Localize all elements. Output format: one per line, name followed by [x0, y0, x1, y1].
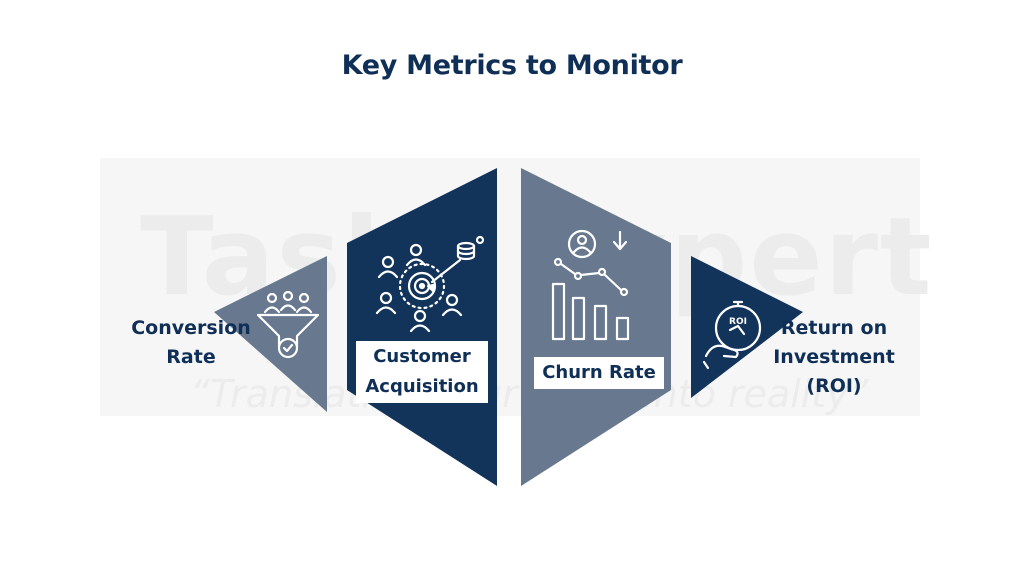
customer-acquisition-label-line2: Acquisition: [365, 376, 479, 397]
watermark-band: [100, 158, 920, 416]
roi-stopwatch-hand-icon: [702, 300, 762, 370]
diagram-title: Key Metrics to Monitor: [341, 50, 683, 81]
conversion-rate-label-line2: Rate: [166, 346, 216, 368]
customer-acquisition-shape: [347, 168, 497, 486]
churn-rate-label: Churn Rate: [534, 357, 664, 389]
roi-label: Return on Investment (ROI): [770, 314, 898, 401]
conversion-rate-label-line1: Conversion: [131, 317, 251, 339]
declining-chart-icon: [551, 229, 630, 341]
conversion-rate-label: Conversion Rate: [122, 314, 260, 372]
roi-shape: [691, 256, 803, 398]
target-network-icon: [375, 235, 485, 333]
roi-label-line2: Investment: [773, 346, 895, 368]
funnel-people-icon: [256, 290, 320, 359]
customer-acquisition-label-line1: Customer: [373, 346, 471, 367]
roi-label-line1: Return on: [780, 317, 888, 339]
roi-label-line3: (ROI): [806, 375, 862, 397]
roi-badge-text: ROI: [729, 317, 747, 327]
conversion-rate-shape: [214, 256, 327, 412]
customer-acquisition-label: Customer Acquisition: [356, 341, 488, 403]
